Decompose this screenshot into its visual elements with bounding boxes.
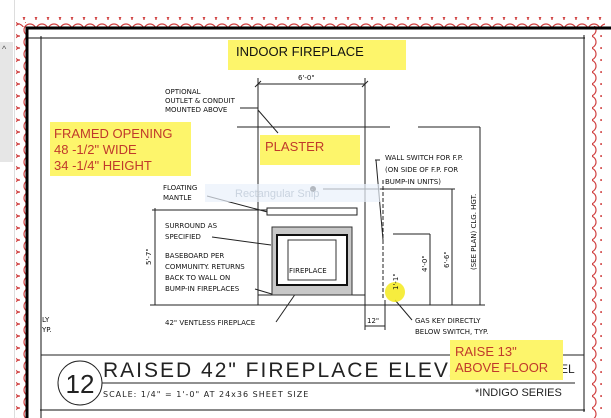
outlet-note: OPTIONAL OUTLET & CONDUIT MOUNTED ABOVE xyxy=(165,88,237,114)
detail-number: 12 xyxy=(66,369,95,399)
drawing-scale: SCALE: 1/4" = 1'-0" AT 24x36 SHEET SIZE xyxy=(103,390,309,399)
drawing-title: RAISED 42" FIREPLACE ELEV. xyxy=(103,359,456,382)
title-fragment: EL xyxy=(560,362,575,376)
series-label: *INDIGO SERIES xyxy=(475,387,562,399)
plaster-highlight xyxy=(260,135,360,165)
elevation-lines xyxy=(150,78,485,330)
dim-4ft: 4'-0" xyxy=(421,255,429,272)
snip-tooltip-text: Rectangular Snip xyxy=(235,188,319,200)
revision-cloud-left xyxy=(16,22,26,418)
framed-opening-highlight xyxy=(50,122,191,176)
dim-small: 1'-1" xyxy=(392,273,400,290)
ventless-note: 42" VENTLESS FIREPLACE xyxy=(165,319,255,327)
drawing-frame xyxy=(28,35,585,418)
viewer-sidebar: ^ xyxy=(0,0,15,418)
revision-cloud-right xyxy=(592,26,602,418)
revision-cloud-top xyxy=(20,17,605,27)
floating-mantle xyxy=(266,207,358,216)
baseboard-note: BASEBOARD PER COMMUNITY. RETURNS BACK TO… xyxy=(165,252,247,293)
snip-tooltip xyxy=(205,184,380,202)
raise-highlight xyxy=(450,340,563,380)
raise-note: RAISE 13" ABOVE FLOOR xyxy=(455,344,548,375)
gas-note: GAS KEY DIRECTLY BELOW SWITCH, TYP. xyxy=(415,317,488,336)
surround-note: SURROUND AS SPECIFIED xyxy=(165,222,219,241)
dim-ceiling: (SEE PLAN) CLG. HGT. xyxy=(470,194,478,270)
sheet-border xyxy=(25,26,611,418)
framed-opening-note: FRAMED OPENING 48 -1/2" WIDE 34 -1/4" HE… xyxy=(54,126,176,173)
dim-height-left: 5'-7" xyxy=(145,248,153,265)
dim-width: 6'-0" xyxy=(298,74,315,82)
chevron-up-icon[interactable]: ^ xyxy=(2,44,7,54)
dim-6-6: 6'-6" xyxy=(443,251,451,268)
mantle-note: FLOATING MANTLE xyxy=(163,184,200,202)
scrollbar-track[interactable] xyxy=(0,42,13,162)
dim-12: 12" xyxy=(367,317,379,325)
plaster-note: PLASTER xyxy=(265,139,324,154)
highlight-marker xyxy=(385,282,405,302)
fireplace-glass xyxy=(287,239,337,281)
title-highlight xyxy=(228,40,406,70)
switch-note: WALL SWITCH FOR F.P. (ON SIDE OF F.P. FO… xyxy=(385,154,465,186)
annotation-title: INDOOR FIREPLACE xyxy=(236,44,364,59)
left-fragment: LY YP. xyxy=(41,316,52,334)
detail-number-circle xyxy=(57,360,103,406)
fireplace-label: FIREPLACE xyxy=(289,267,327,275)
